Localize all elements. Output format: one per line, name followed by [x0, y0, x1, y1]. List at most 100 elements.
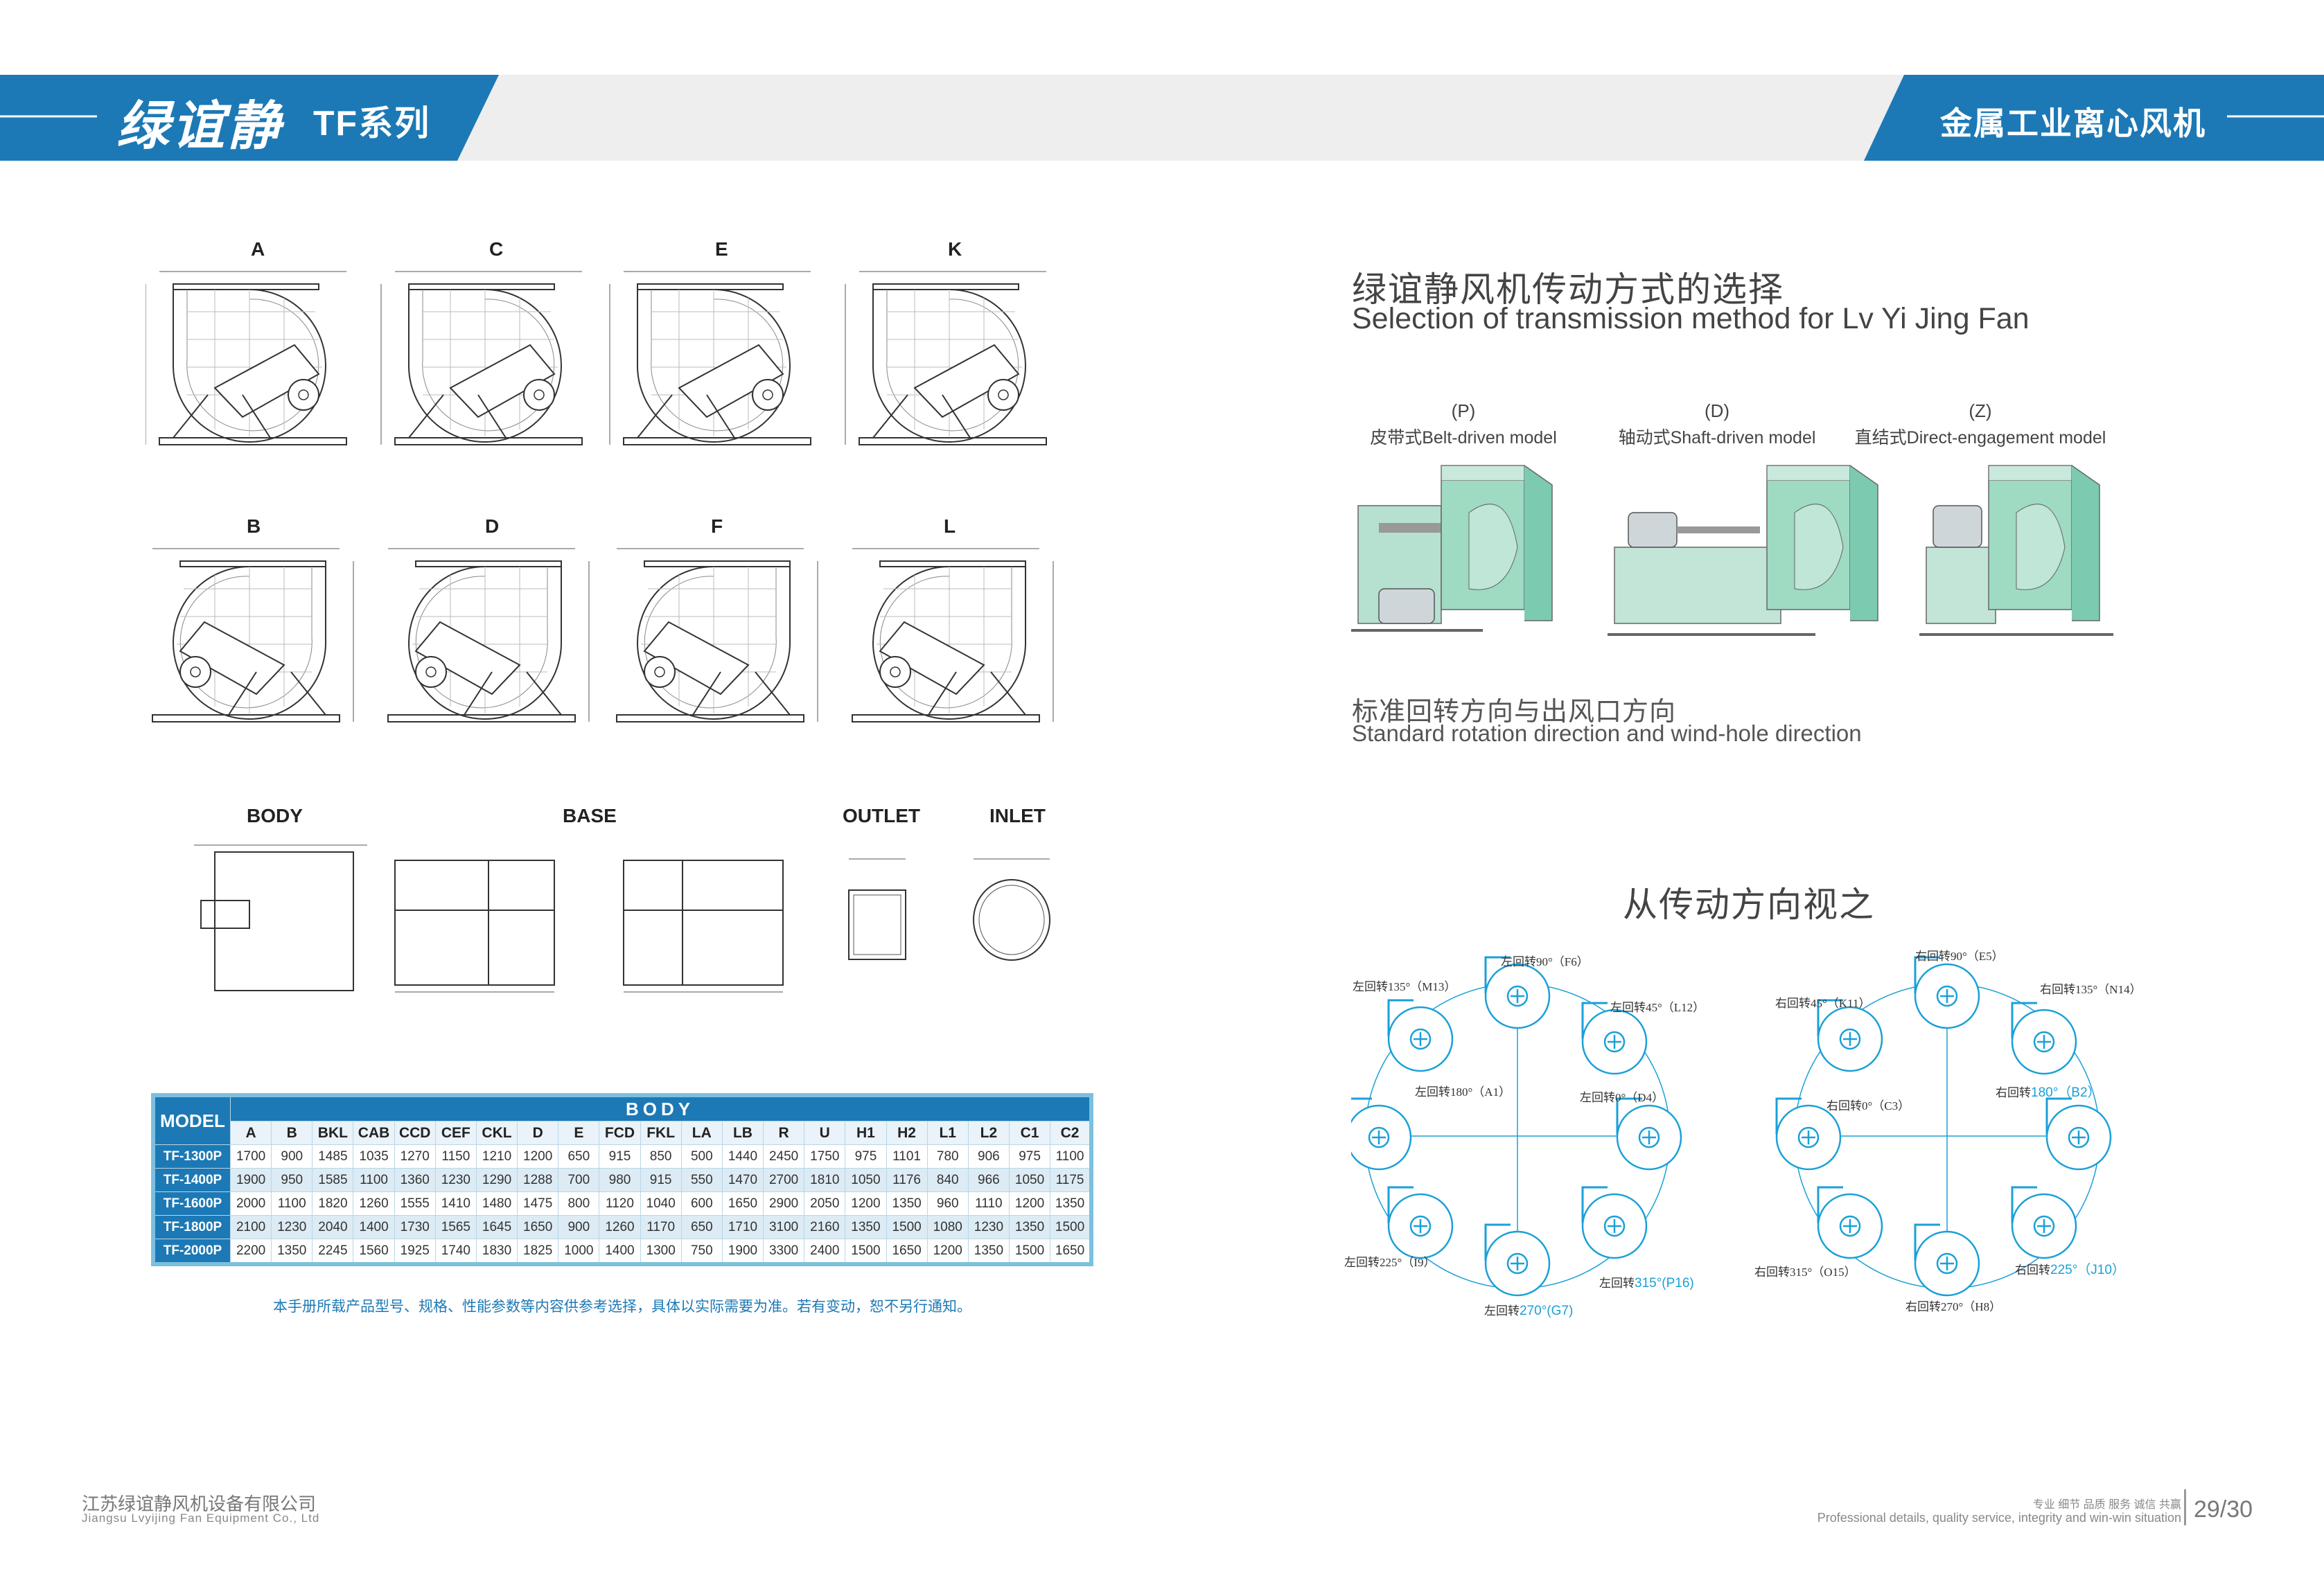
drive-code-p: (P) [1451, 400, 1476, 421]
table-cell: 650 [558, 1144, 600, 1169]
drive-name-shaft: 轴动式Shaft-driven model [1618, 428, 1816, 447]
rotation-title-en: Standard rotation direction and wind-hol… [1352, 720, 1862, 746]
column-header: E [558, 1121, 600, 1145]
table-cell: 1410 [434, 1191, 477, 1216]
part-label-body: BODY [247, 805, 303, 826]
table-note: 本手册所载产品型号、规格、性能参数等内容供参考选择，具体以实际需要为准。若有变动… [273, 1299, 971, 1315]
table-cell: 2040 [312, 1215, 354, 1239]
table-cell: 900 [558, 1215, 600, 1239]
table-cell: 1900 [721, 1239, 764, 1265]
table-cell: 1040 [640, 1191, 682, 1216]
column-header: CCD [394, 1121, 436, 1145]
diagram-label-c: C [489, 238, 504, 260]
table-cell: 1270 [394, 1144, 436, 1169]
table-cell: 1750 [804, 1144, 846, 1169]
table-cell: 600 [680, 1191, 723, 1216]
model-header: MODEL [152, 1094, 231, 1145]
column-header: CEF [434, 1121, 477, 1145]
table-cell: 1350 [271, 1239, 313, 1265]
diagram-label-b: B [247, 515, 261, 537]
column-header: LA [680, 1121, 723, 1145]
rot-left-180: 左回转180°（A1） [1415, 1085, 1511, 1099]
table-cell: 1350 [1050, 1191, 1092, 1216]
column-header: B [271, 1121, 313, 1145]
table-cell: 780 [926, 1144, 969, 1169]
column-header: D [517, 1121, 559, 1145]
table-cell: 1230 [434, 1168, 477, 1192]
table-cell: 1100 [353, 1168, 395, 1192]
table-cell: 1200 [845, 1191, 887, 1216]
rotation-diagrams [1351, 956, 2112, 1297]
rot-left-90: 左回转90°（F6） [1501, 955, 1589, 968]
rot-right-45: 右回转45°（K11） [1775, 997, 1871, 1010]
table-cell: 1585 [312, 1168, 354, 1192]
model-cell: TF-2000P [152, 1239, 231, 1265]
table-cell: 960 [926, 1191, 969, 1216]
transmission-title-cn: 绿谊静风机传动方式的选择 [1352, 270, 1784, 309]
table-cell: 2050 [804, 1191, 846, 1216]
table-cell: 1470 [721, 1168, 764, 1192]
table-cell: 950 [271, 1168, 313, 1192]
table-cell: 2900 [763, 1191, 805, 1216]
column-header: FKL [640, 1121, 682, 1145]
footer-company-en: Jiangsu Lvyijing Fan Equipment Co., Ltd [82, 1511, 320, 1525]
diagram-label-a: A [251, 238, 265, 260]
diagram-label-e: E [715, 238, 728, 260]
table-cell: 1555 [394, 1191, 436, 1216]
table-cell: 1650 [1050, 1239, 1092, 1265]
series-title: TF系列 [313, 104, 431, 143]
rot-right-0: 右回转0°（C3） [1826, 1099, 1910, 1112]
table-cell: 1350 [1008, 1215, 1051, 1239]
table-cell: 2700 [763, 1168, 805, 1192]
footer-slogan-cn: 专业 细节 品质 服务 诚信 共赢 [2032, 1499, 2181, 1511]
table-cell: 1480 [475, 1191, 518, 1216]
table-cell: 975 [845, 1144, 887, 1169]
rot-right-135: 右回转135°（N14） [2040, 983, 2142, 996]
column-header: CAB [353, 1121, 395, 1145]
model-cell: TF-1400P [152, 1168, 231, 1192]
table-cell: 1710 [721, 1215, 764, 1239]
page-number: 29/30 [2194, 1496, 2253, 1523]
table-cell: 1170 [640, 1215, 682, 1239]
rotation-title-cn: 标准回转方向与出风口方向 [1352, 698, 1677, 727]
table-cell: 1820 [312, 1191, 354, 1216]
table-cell: 840 [926, 1168, 969, 1192]
table-cell: 1050 [845, 1168, 887, 1192]
table-cell: 1350 [967, 1239, 1010, 1265]
table-cell: 750 [680, 1239, 723, 1265]
drive-name-belt: 皮带式Belt-driven model [1370, 428, 1557, 447]
rot-left-135: 左回转135°（M13） [1353, 980, 1456, 993]
table-cell: 1500 [845, 1239, 887, 1265]
model-cell: TF-1300P [152, 1144, 231, 1169]
table-cell: 800 [558, 1191, 600, 1216]
table-cell: 1150 [434, 1144, 477, 1169]
footer-divider [2184, 1489, 2186, 1525]
table-cell: 1200 [926, 1239, 969, 1265]
table-cell: 1475 [517, 1191, 559, 1216]
table-cell: 650 [680, 1215, 723, 1239]
fan-drawings [146, 271, 1054, 722]
part-label-base: BASE [563, 805, 617, 826]
column-header: C2 [1050, 1121, 1092, 1145]
table-cell: 1176 [886, 1168, 928, 1192]
table-cell: 1230 [271, 1215, 313, 1239]
table-cell: 1565 [434, 1215, 477, 1239]
table-cell: 1825 [517, 1239, 559, 1265]
rot-left-45: 左回转45°（L12） [1610, 1001, 1705, 1014]
column-header: R [763, 1121, 805, 1145]
table-cell: 1260 [353, 1191, 395, 1216]
table-cell: 1400 [599, 1239, 641, 1265]
table-cell: 1360 [394, 1168, 436, 1192]
column-header: C1 [1008, 1121, 1051, 1145]
table-cell: 1830 [475, 1239, 518, 1265]
table-cell: 2160 [804, 1215, 846, 1239]
column-header: L1 [926, 1121, 969, 1145]
table-cell: 1645 [475, 1215, 518, 1239]
table-cell: 1500 [1008, 1239, 1051, 1265]
table-cell: 1200 [517, 1144, 559, 1169]
table-cell: 1290 [475, 1168, 518, 1192]
rot-left-315: 左回转315°(P16) [1599, 1276, 1694, 1291]
table-cell: 915 [599, 1144, 641, 1169]
